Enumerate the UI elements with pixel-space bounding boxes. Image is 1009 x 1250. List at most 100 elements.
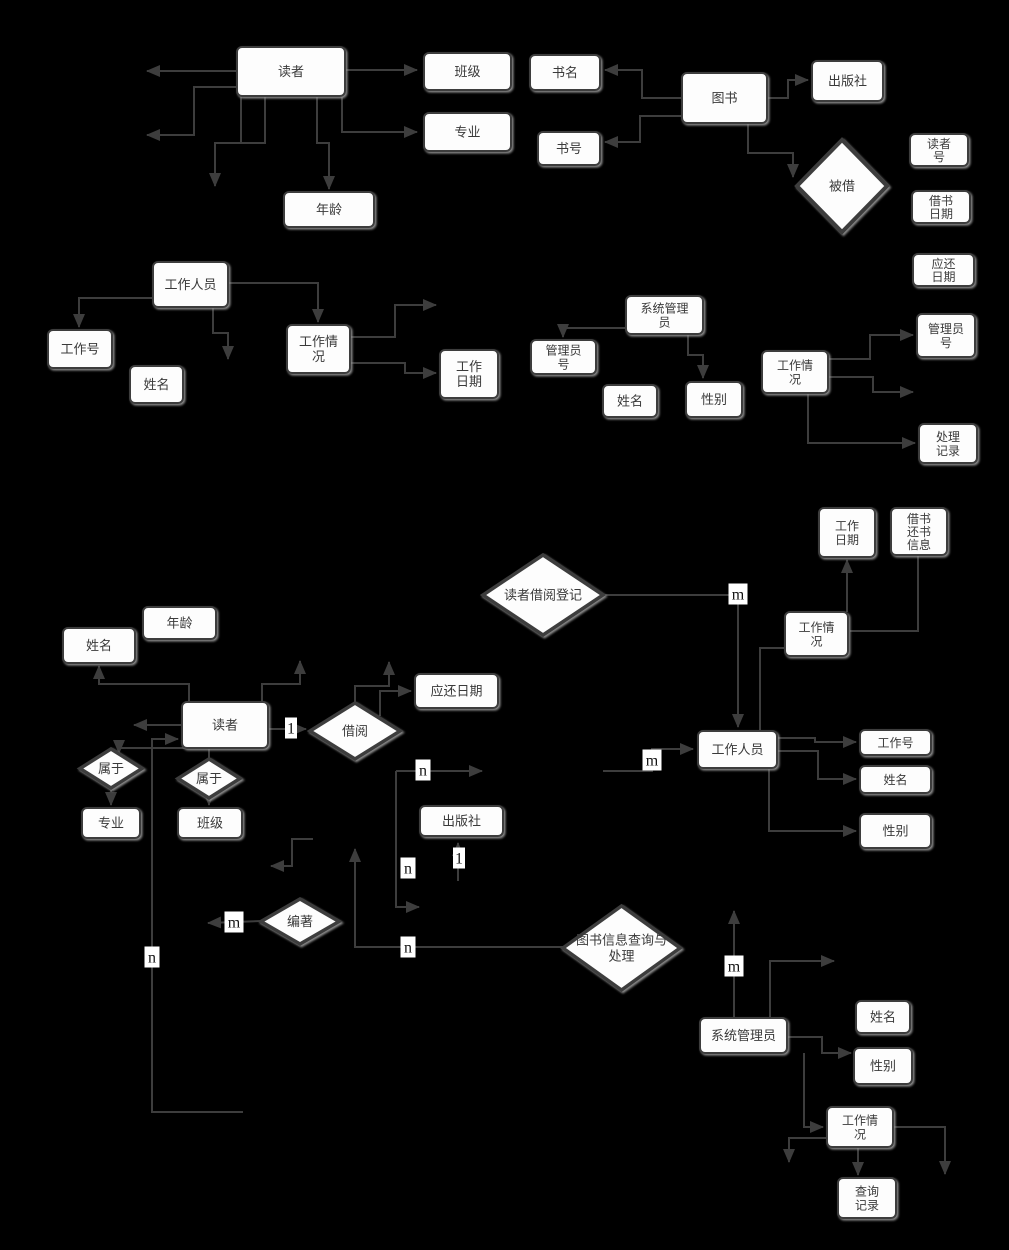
attr-procrec-mid: 处理记录	[918, 423, 978, 464]
edge-worksitbot2-dn-right	[893, 1126, 951, 1175]
attr-major-bot-label: 专业	[98, 816, 124, 831]
edge-worksit2-to-adminno2	[828, 329, 914, 360]
attr-duedate-top-label: 应还日期	[931, 256, 955, 284]
rel-belong2: 属于	[174, 756, 244, 801]
attr-borrowdate-top: 借书日期	[911, 190, 971, 224]
entity-sysadmin-bot: 系统管理员	[699, 1017, 788, 1054]
cardinality-n-down-bg	[400, 857, 416, 879]
cardinality-m-sysadmin-bg	[724, 955, 744, 977]
attr-class-top-shape	[423, 52, 512, 91]
attr-workno-bot-shape	[859, 729, 932, 756]
rel-borrow-register-label: 读者借阅登记	[504, 588, 582, 603]
edge-book-to-borrowed	[747, 123, 799, 178]
attr-gender-bot3-shape	[853, 1047, 913, 1085]
cardinality-n-right-bg	[415, 759, 431, 781]
cardinality-n-long-line-text: n	[148, 950, 156, 967]
edge-staffbot-to-gender2	[768, 768, 857, 837]
attr-publisher-top-label: 出版社	[828, 74, 867, 89]
cardinality-n-long-line-bg	[144, 946, 160, 968]
attr-name-bot3-label: 姓名	[870, 1010, 896, 1025]
attr-adminno2-mid-label: 管理员号	[928, 321, 964, 350]
edge-sysadmin-to-adminno	[557, 324, 626, 338]
attr-procrec-mid-shape	[918, 423, 978, 464]
rel-bookquery-label: 图书信息查询与处理	[576, 933, 667, 964]
attr-borrowinfo-bot-shape	[890, 507, 948, 556]
edge-readerbot-to-belong1	[113, 740, 189, 754]
attr-major-bot: 专业	[81, 807, 141, 839]
cardinality-1-publisher: 1	[453, 847, 465, 869]
attr-duedate-bot-shape	[414, 673, 499, 709]
attr-name-bot2-shape	[859, 765, 932, 794]
edge-readerbot-up-dangling	[261, 660, 306, 702]
edge-staffbot-to-workno	[777, 736, 857, 748]
attr-age-top-label: 年龄	[316, 202, 342, 217]
cardinality-n-bookquery-bg	[400, 936, 416, 958]
entity-staff-mid-label: 工作人员	[164, 277, 216, 292]
attr-gender-bot3: 性别	[853, 1047, 913, 1085]
attr-bookname-top: 书名	[529, 54, 601, 91]
cardinality-m-author-text: m	[228, 915, 241, 932]
attr-readerno-top-label: 读者号	[927, 137, 951, 164]
edge-reader-top-to-age	[316, 96, 335, 190]
node-layer: 读者班级书名专业书号年龄图书出版社被借读者号借书日期应还日期工作人员工作号姓名工…	[47, 46, 978, 1219]
attr-name2-mid-shape	[602, 384, 658, 418]
attr-publisher-bot-label: 出版社	[442, 814, 481, 829]
edge-book-to-bookname	[604, 64, 682, 99]
attr-gender-mid-shape	[685, 381, 743, 418]
attr-bookname-top-shape	[529, 54, 601, 91]
edge-worksitbot2-dn-left	[783, 1137, 827, 1163]
cardinality-m-staffbot-text: m	[646, 753, 659, 770]
attr-duedate-top-shape	[912, 253, 975, 287]
rel-belong1-shape	[76, 746, 146, 791]
attr-major-bot-shape	[81, 807, 141, 839]
attr-worksit-bot1: 工作情况	[784, 611, 849, 657]
edge-book-to-publisher	[767, 74, 809, 99]
edge-borrow-to-duedate	[379, 685, 412, 716]
attr-duedate-top: 应还日期	[912, 253, 975, 287]
attr-major-top-shape	[423, 112, 512, 152]
attr-gender-bot2: 性别	[859, 813, 932, 849]
attr-adminno2-mid-shape	[916, 313, 976, 358]
cardinality-n-bookquery: n	[400, 936, 416, 958]
attr-class-top-label: 班级	[454, 64, 480, 79]
attr-workdate-mid: 工作日期	[439, 349, 499, 399]
attr-name-bot-label: 姓名	[86, 638, 112, 653]
edge-n-down-dangling	[395, 771, 420, 913]
edge-book-to-booknum	[604, 115, 682, 148]
cardinality-1-borrow-text: 1	[287, 721, 295, 738]
edge-sysadminbot-up-right	[769, 955, 835, 1018]
attr-workdate-mid-label: 工作日期	[456, 359, 482, 389]
rel-author: 编著	[257, 896, 343, 947]
attr-name-bot3-shape	[855, 1000, 911, 1034]
attr-workno-mid-label: 工作号	[60, 342, 99, 357]
cardinality-m-borrowreg-text: m	[732, 587, 745, 604]
attr-gender-bot2-label: 性别	[882, 824, 908, 839]
entity-sysadmin-mid-label: 系统管理员	[640, 300, 688, 329]
entity-book-top-shape	[681, 72, 768, 124]
attr-worksit-bot2-shape	[826, 1106, 894, 1148]
rel-borrowed-shape	[794, 137, 890, 235]
attr-duedate-bot-label: 应还日期	[430, 684, 482, 699]
edge-worksitbot1-to-staffbot	[759, 647, 785, 730]
attr-borrowdate-top-shape	[911, 190, 971, 224]
cardinality-n-bookquery-text: n	[404, 940, 412, 957]
entity-reader-top-shape	[236, 46, 346, 97]
attr-booknum-top-shape	[537, 131, 601, 166]
edge-staffbot-to-name2	[777, 750, 857, 785]
attr-borrowinfo-bot-label: 借书还书信息	[907, 512, 931, 552]
attr-gender-mid-label: 性别	[701, 392, 727, 407]
attr-queryrec-bot-shape	[837, 1177, 897, 1219]
edge-borrowinfo-to-worksit	[850, 555, 919, 632]
rel-borrowed-label: 被借	[829, 179, 855, 194]
edge-sysadmin-to-gender	[687, 334, 709, 379]
attr-major-top: 专业	[423, 112, 512, 152]
attr-worksit-bot1-label: 工作情况	[798, 620, 834, 648]
attr-workdate-bot-shape	[818, 507, 876, 558]
attr-publisher-top: 出版社	[811, 60, 884, 102]
attr-booknum-top: 书号	[537, 131, 601, 166]
attr-adminno-mid-label: 管理员号	[545, 342, 581, 371]
attr-name-mid-shape	[129, 365, 184, 404]
entity-staff-bot: 工作人员	[697, 730, 778, 769]
entity-book-top: 图书	[681, 72, 768, 124]
edge-class-elbow-dangling	[270, 838, 313, 872]
